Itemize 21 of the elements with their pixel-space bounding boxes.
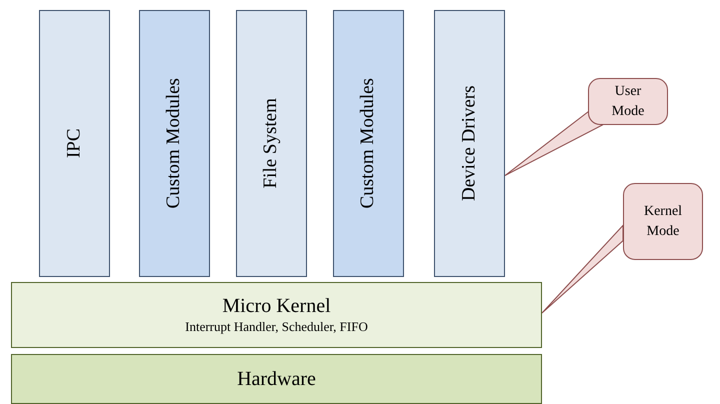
layer-title: Hardware [237,367,316,391]
column-label: Custom Modules [356,78,380,209]
layer-box [11,282,542,348]
module-column [333,10,404,277]
layer-box [11,354,542,404]
column-label: File System [259,98,282,189]
callout-pointer [504,111,604,176]
module-column [236,10,307,277]
module-column [39,10,110,277]
module-column [434,10,505,277]
callout-text: Kernel Mode [642,202,684,240]
callout-text: User Mode [610,82,646,120]
layer-subtitle: Interrupt Handler, Scheduler, FIFO [185,318,368,336]
column-label: Custom Modules [162,78,186,209]
callout-bubble [588,78,668,125]
callout-pointer [542,224,624,314]
column-label: IPC [62,128,86,158]
module-column [139,10,210,277]
column-label: Device Drivers [457,86,480,202]
callout-bubble [623,183,703,260]
layer-title: Micro Kernel [222,294,331,318]
